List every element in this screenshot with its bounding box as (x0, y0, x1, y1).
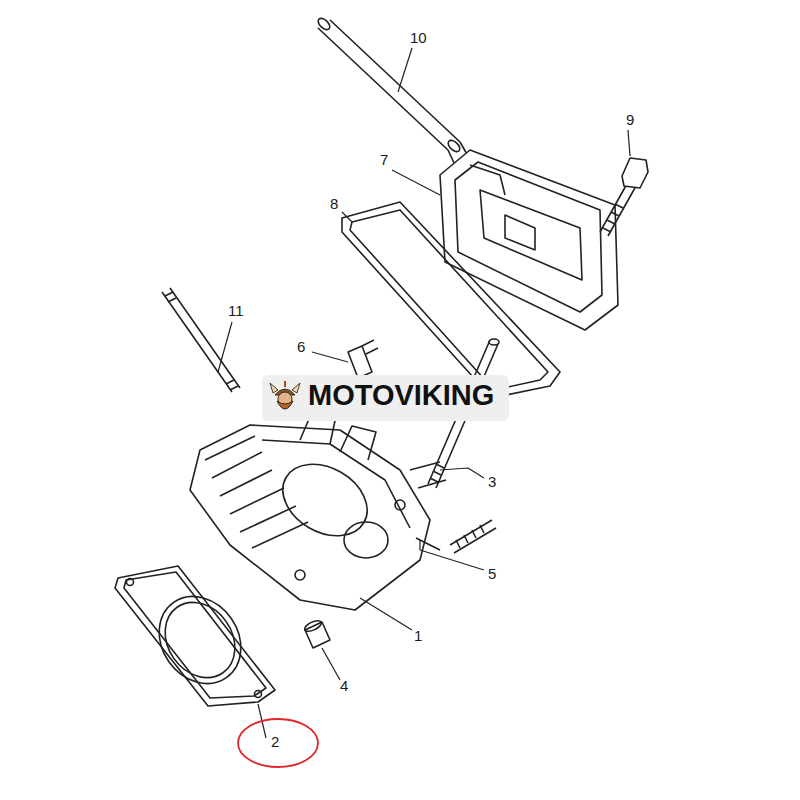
head-cover (440, 150, 618, 330)
dowel-pin (303, 619, 330, 648)
breather-pipe (316, 16, 476, 180)
head-gasket (115, 566, 275, 706)
callout-number: 7 (380, 152, 388, 167)
callout-number: 9 (626, 112, 634, 127)
highlight-circle (238, 719, 318, 767)
watermark-band: MOTOVIKING (262, 375, 509, 421)
callout-number: 10 (410, 30, 427, 45)
callout-number: 11 (228, 303, 244, 318)
cylinder-head (190, 412, 446, 610)
callout-number: 2 (271, 734, 279, 749)
cover-gasket (342, 202, 560, 398)
stud (348, 340, 378, 378)
brand-name: MOTOVIKING (308, 381, 494, 410)
callout-number: 6 (297, 339, 305, 354)
viking-logo (268, 379, 302, 417)
callout-number: 4 (340, 678, 348, 693)
stud (416, 520, 496, 553)
callout-number: 1 (414, 628, 422, 643)
callout-number: 8 (330, 196, 338, 211)
callout-number: 5 (488, 566, 496, 581)
leader-lines (218, 48, 630, 738)
callout-number: 3 (488, 474, 496, 489)
bolt (600, 158, 648, 236)
